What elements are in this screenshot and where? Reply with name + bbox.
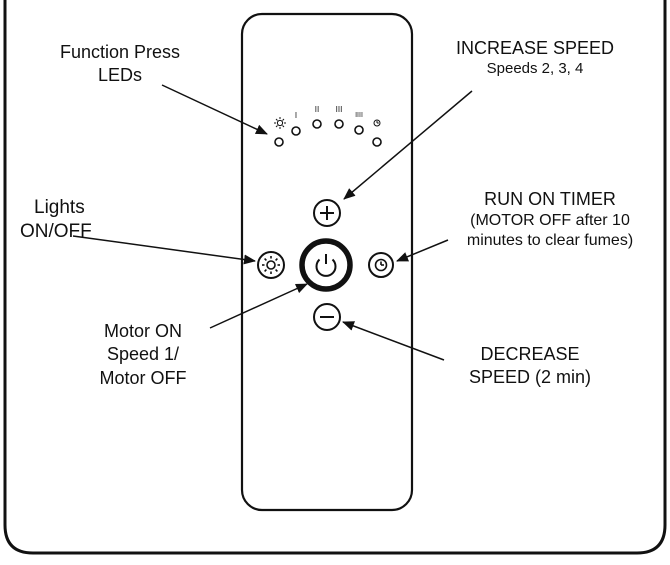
label-function-press-leds: Function Press LEDs [59,42,181,85]
arrow-lights [72,235,256,265]
led-row [274,119,382,147]
led-timer [372,137,382,147]
led-speed-4 [354,125,364,135]
led-label-speed-2: II [315,105,319,114]
plus-icon [320,206,334,220]
led-speed-3 [334,119,344,129]
arrow-function-leds [161,84,268,135]
increase-speed-button[interactable] [313,199,341,227]
led-sun-icon [274,117,286,129]
arrow-run-on-timer [396,239,449,262]
led-label-speed-1: I [295,111,297,120]
led-label-speed-4: IIII [355,112,363,119]
sun-icon [262,256,280,274]
label-motor: Motor ON Speed 1/ Motor OFF [99,321,187,388]
led-clock-icon [373,119,381,127]
label-run-on-timer: RUN ON TIMER (MOTOR OFF after 10 minutes… [466,189,634,249]
motor-power-button[interactable] [299,238,353,292]
arrow-decrease-speed [342,321,445,361]
clock-icon [374,258,388,272]
arrow-motor [209,283,308,329]
led-light [274,137,284,147]
arrow-increase-speed [343,90,473,200]
power-icon [315,254,337,277]
lights-button[interactable] [257,251,285,279]
label-increase-speed: INCREASE SPEED Speeds 2, 3, 4 [455,38,615,77]
run-on-timer-button[interactable] [368,252,394,278]
led-label-speed-3: III [336,105,343,114]
label-decrease-speed: DECREASE SPEED (2 min) [468,344,592,388]
led-speed-1 [291,126,301,136]
label-lights: Lights ON/OFF [20,197,92,242]
decrease-speed-button[interactable] [313,303,341,331]
led-speed-2 [312,119,322,129]
hood-housing-outline [3,0,667,555]
